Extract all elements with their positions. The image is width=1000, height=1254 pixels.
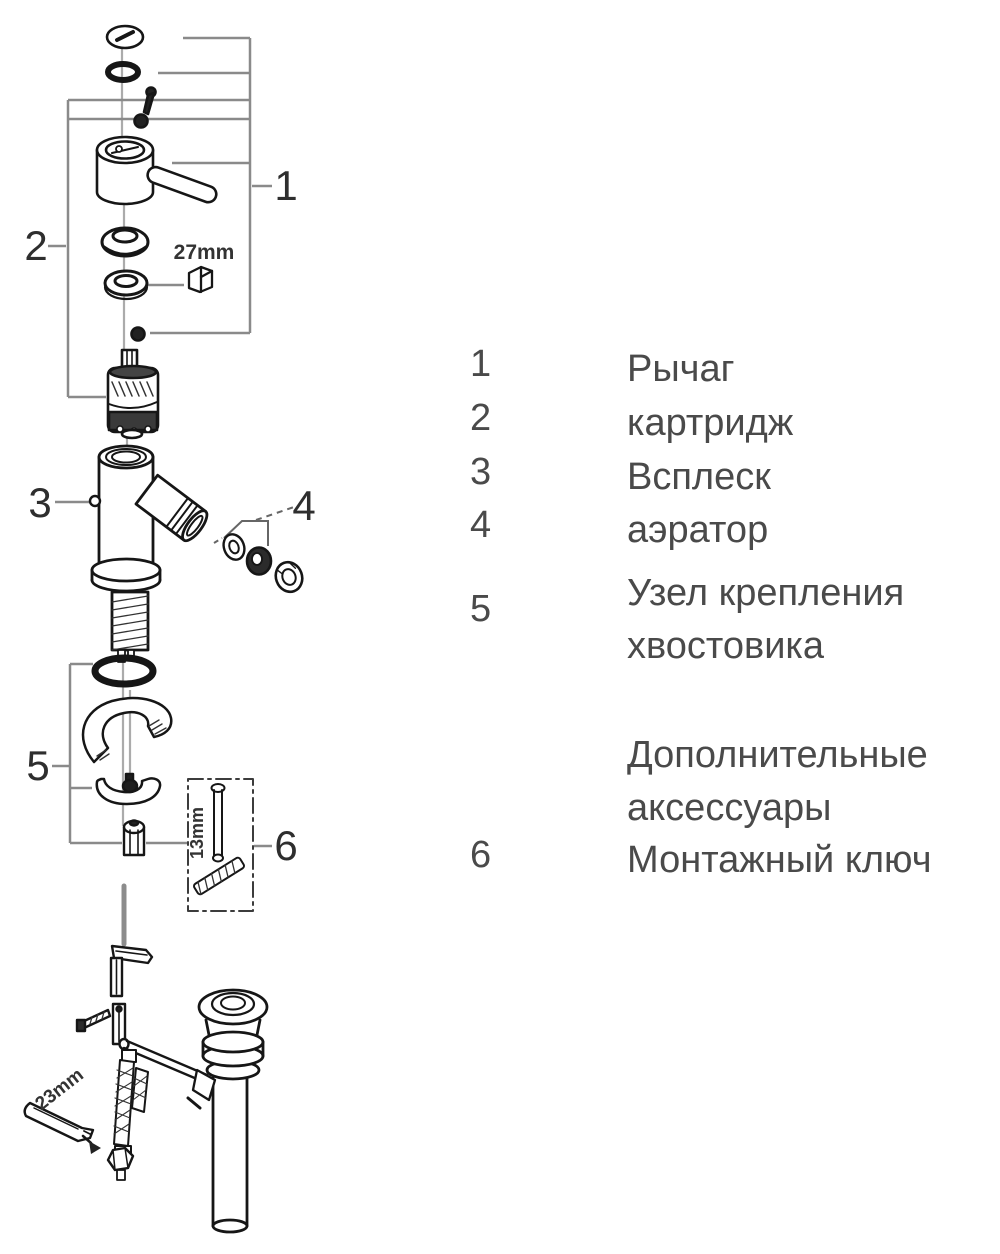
drain-assembly [186,988,269,1234]
aerator-seal [222,533,246,561]
mounting-clamp [95,772,162,806]
legend-num-6: 6 [470,834,492,876]
legend-label-lever: Рычаг [627,348,735,390]
hex-key [193,783,245,896]
spout [134,473,209,543]
clamp-screw [75,1008,112,1033]
callout-1: 1 [274,162,297,209]
legend-num-5: 5 [470,588,492,630]
drain-clamp [186,1068,217,1110]
legend-label-splash: Всплеск [627,456,771,498]
hose-nut [106,1146,135,1181]
legend-accessories-heading: Дополнительные аксессуары [627,734,928,829]
dimension-13mm: 13mm [187,807,207,859]
mounting-horseshoe [81,696,173,764]
callout-lines [48,36,272,848]
cartridge-ball [130,326,146,342]
dimension-27mm: 27mm [174,241,235,264]
callout-5: 5 [26,742,49,789]
mounting-key-box [187,778,254,912]
legend-num-4: 4 [470,504,492,546]
handle-o-ring [105,61,141,83]
lever-handle [95,135,218,206]
trim-ring [103,269,149,301]
aerator-insert [245,546,273,576]
cartridge [106,348,160,440]
legend-num-3: 3 [470,451,492,493]
callout-numbers: 1 2 3 4 5 6 [24,162,315,869]
handle-screw [142,86,157,116]
legend-label-mounting-key: Монтажный ключ [627,839,932,881]
callout-3: 3 [28,479,51,526]
wrench-23mm [23,1101,95,1143]
rod-bracket [109,944,154,998]
faucet-cap [105,24,145,50]
dome-ring [100,226,150,258]
arrow-pointer [81,1134,101,1154]
callout-2: 2 [24,222,47,269]
threaded-shank [110,590,150,663]
shank-o-ring [91,654,157,688]
legend-num-1: 1 [470,343,492,385]
callout-6: 6 [274,822,297,869]
faucet-body [88,444,209,663]
legend-num-2: 2 [470,397,492,439]
aerator-shell [274,560,304,594]
callout-4: 4 [292,482,315,529]
mounting-nut [122,819,146,857]
legend-label-cartridge: картридж [627,402,794,444]
hose-braided [106,1049,149,1181]
aerator-bracket [213,506,295,546]
legend-label-shank-mount: Узел крепления хвостовика [627,572,905,667]
drain-tailpipe-end [211,1218,249,1234]
splash-point-dot [88,494,102,508]
handle-ball [133,113,149,129]
legend-label-aerator: аэратор [627,509,769,551]
nut-27mm [187,265,214,294]
